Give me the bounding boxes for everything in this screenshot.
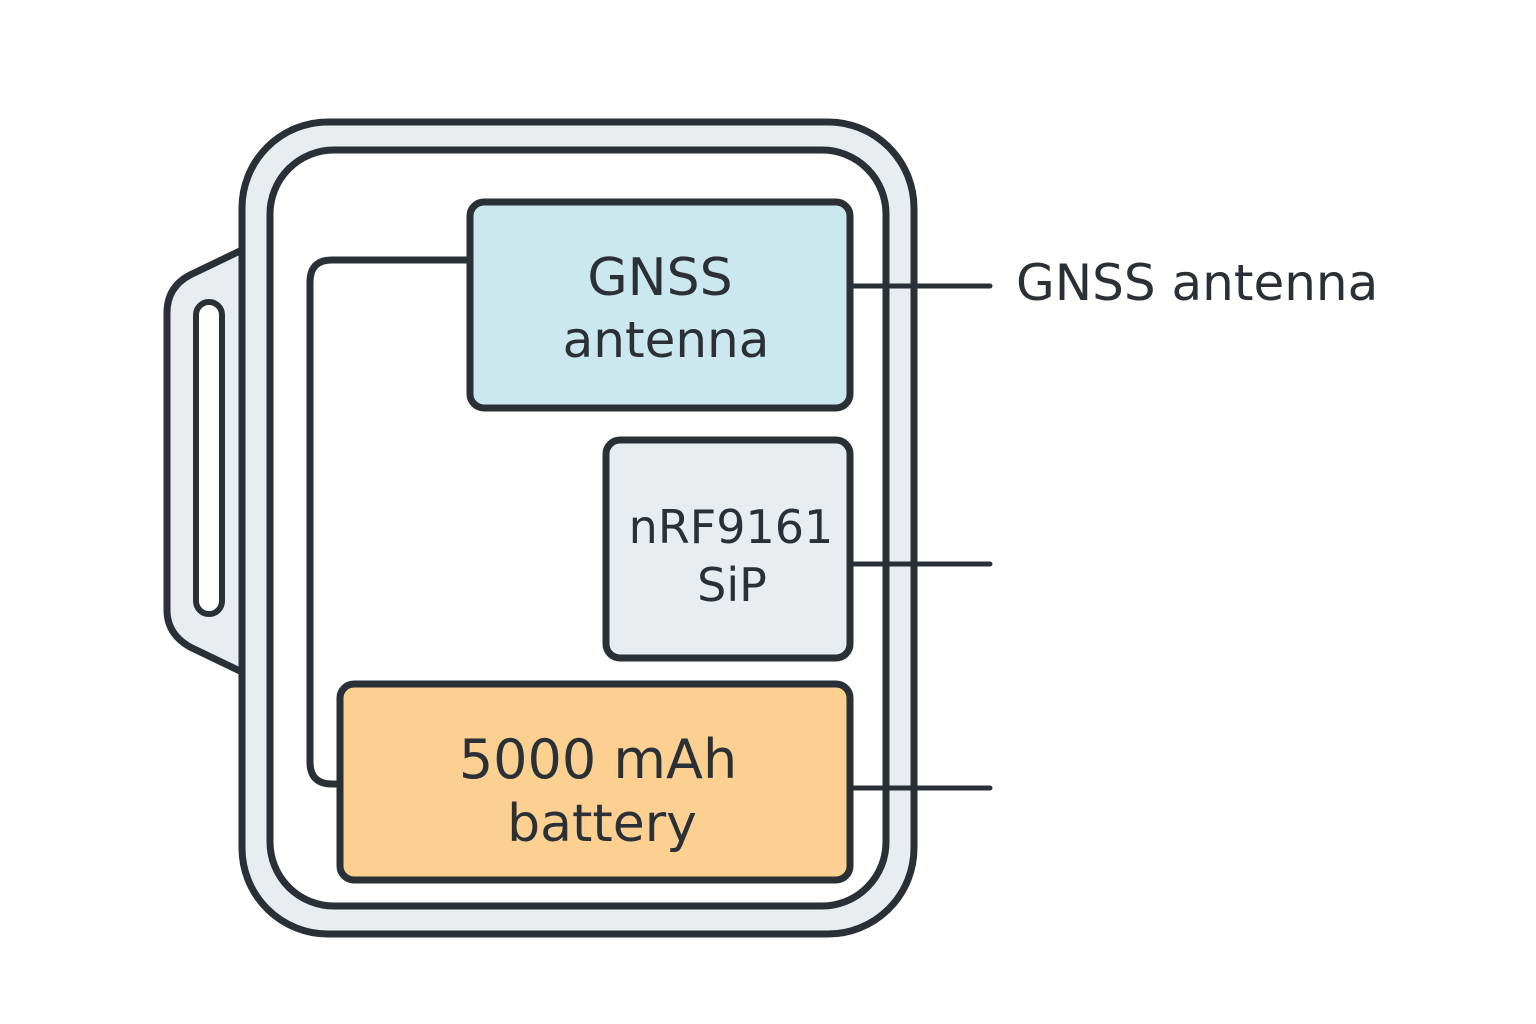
gnss-label-line1: GNSS bbox=[587, 248, 732, 308]
gnss-antenna-module: GNSS antenna bbox=[466, 198, 854, 412]
mounting-slot bbox=[193, 299, 225, 617]
callout-gnss-antenna: GNSS antenna bbox=[1016, 254, 1378, 312]
soc-module: nRF9161 SiP bbox=[602, 436, 854, 662]
soc-label-line2: SiP bbox=[697, 558, 767, 612]
soc-label-line1: nRF9161 bbox=[629, 500, 834, 554]
battery-label-line2: battery bbox=[507, 794, 697, 854]
battery-label-line1: 5000 mAh bbox=[459, 728, 737, 791]
battery-module: 5000 mAh battery bbox=[336, 680, 854, 884]
gnss-label-line2: antenna bbox=[563, 311, 770, 369]
internal-wire bbox=[306, 256, 474, 788]
